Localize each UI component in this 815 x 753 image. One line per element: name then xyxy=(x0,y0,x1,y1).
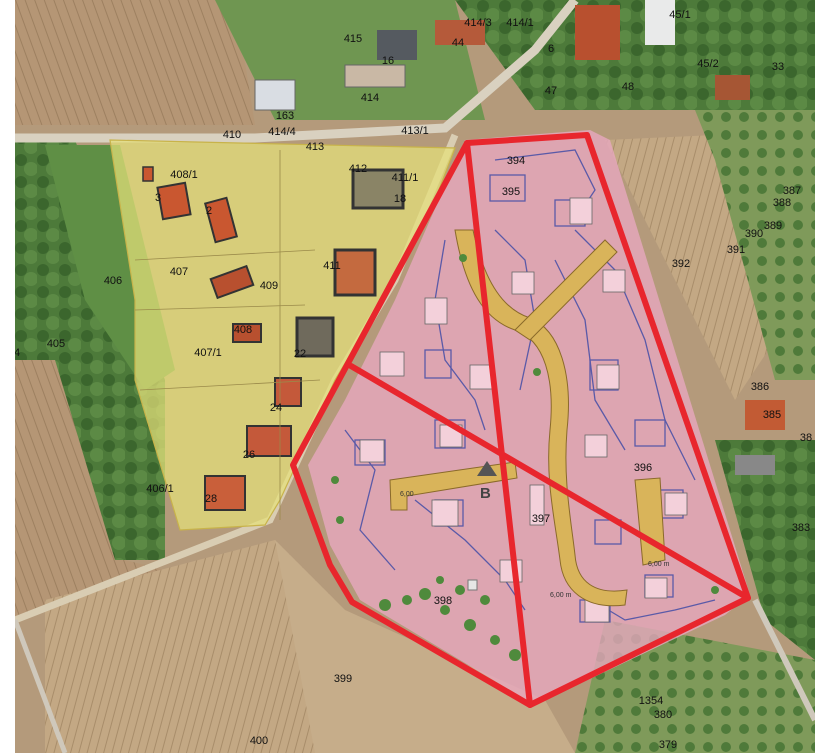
parcel-label-p414-3: 414/3 xyxy=(464,17,492,29)
parcel-label-p163: 163 xyxy=(276,110,294,122)
parcel-label-p4: 4 xyxy=(15,347,20,359)
road-width-label-b: 6,00 m xyxy=(648,561,670,568)
parcel-label-p48: 48 xyxy=(622,81,634,93)
parcel-label-p2: 2 xyxy=(206,205,212,217)
project-outline xyxy=(290,132,751,708)
parcel-label-p414-4: 414/4 xyxy=(268,126,296,138)
parcel-label-p391: 391 xyxy=(727,244,745,256)
parcel-label-p380: 380 xyxy=(654,709,672,721)
parcel-label-p47: 47 xyxy=(545,85,557,97)
parcel-label-p387: 387 xyxy=(783,185,801,197)
parcel-label-p407: 407 xyxy=(170,266,188,278)
parcel-label-p399: 399 xyxy=(334,673,352,685)
parcel-label-p383: 383 xyxy=(792,522,810,534)
parcel-label-p398: 398 xyxy=(434,595,452,607)
parcel-label-p45-2: 45/2 xyxy=(697,58,718,70)
parcel-label-p408-1: 408/1 xyxy=(170,169,198,181)
parcel-label-p389: 389 xyxy=(764,220,782,232)
parcel-label-p44: 44 xyxy=(452,37,464,49)
parcel-label-p3: 3 xyxy=(155,192,161,204)
parcel-label-p413-1: 413/1 xyxy=(401,125,429,137)
parcel-label-p386: 386 xyxy=(751,381,769,393)
parcel-label-p6: 6 xyxy=(548,43,554,55)
parcel-label-p26: 26 xyxy=(243,449,255,461)
parcel-label-p411: 411 xyxy=(323,260,341,272)
parcel-label-p408: 408 xyxy=(234,324,252,336)
parcel-label-p410: 410 xyxy=(223,129,241,141)
parcel-label-p406-1: 406/1 xyxy=(146,483,174,495)
parcel-label-p388: 388 xyxy=(773,197,791,209)
parcel-label-p394: 394 xyxy=(507,155,525,167)
parcel-label-p33: 33 xyxy=(772,61,784,73)
marker-triangle-icon xyxy=(477,461,497,476)
parcel-label-p379: 379 xyxy=(659,739,677,751)
development-plan: 6,00 6,00 m 6,00 m B xyxy=(308,130,750,705)
parcel-label-p28: 28 xyxy=(205,493,217,505)
parcel-label-p1354: 1354 xyxy=(639,695,663,707)
parcel-label-p400: 400 xyxy=(250,735,268,747)
parcel-label-p45-1: 45/1 xyxy=(669,9,690,21)
parcel-label-p390: 390 xyxy=(745,228,763,240)
parcel-label-p16: 16 xyxy=(382,55,394,67)
parcel-label-p413: 413 xyxy=(306,141,324,153)
parcel-label-p392: 392 xyxy=(672,258,690,270)
parcel-label-p414: 414 xyxy=(361,92,379,104)
parcel-label-p396: 396 xyxy=(634,462,652,474)
parcel-label-p407-1: 407/1 xyxy=(194,347,222,359)
parcel-label-p38: 38 xyxy=(800,432,812,444)
parcel-label-p18: 18 xyxy=(394,193,406,205)
village-buildings xyxy=(254,0,785,475)
parcel-label-p414-1: 414/1 xyxy=(506,17,534,29)
parcel-label-p397: 397 xyxy=(532,513,550,525)
parcel-label-p395: 395 xyxy=(502,186,520,198)
parcel-label-p405: 405 xyxy=(47,338,65,350)
parcel-label-p412: 412 xyxy=(349,163,367,175)
road-width-label-c: 6,00 m xyxy=(550,592,572,599)
parcel-label-p385: 385 xyxy=(763,409,781,421)
aerial-map[interactable]: 6,00 6,00 m 6,00 m B 415 414/3 414/1 45/1 45… xyxy=(15,0,815,753)
plan-marker-b: B xyxy=(480,485,491,502)
parcel-label-p411-1: 411/1 xyxy=(392,172,419,184)
yellow-zone xyxy=(109,139,456,531)
road-width-label-a: 6,00 xyxy=(400,491,414,498)
parcel-label-p409: 409 xyxy=(260,280,278,292)
parcel-label-p22: 22 xyxy=(294,348,306,360)
parcel-label-p406: 406 xyxy=(104,275,122,287)
parcel-label-p415: 415 xyxy=(344,33,362,45)
parcel-label-p24: 24 xyxy=(270,402,282,414)
